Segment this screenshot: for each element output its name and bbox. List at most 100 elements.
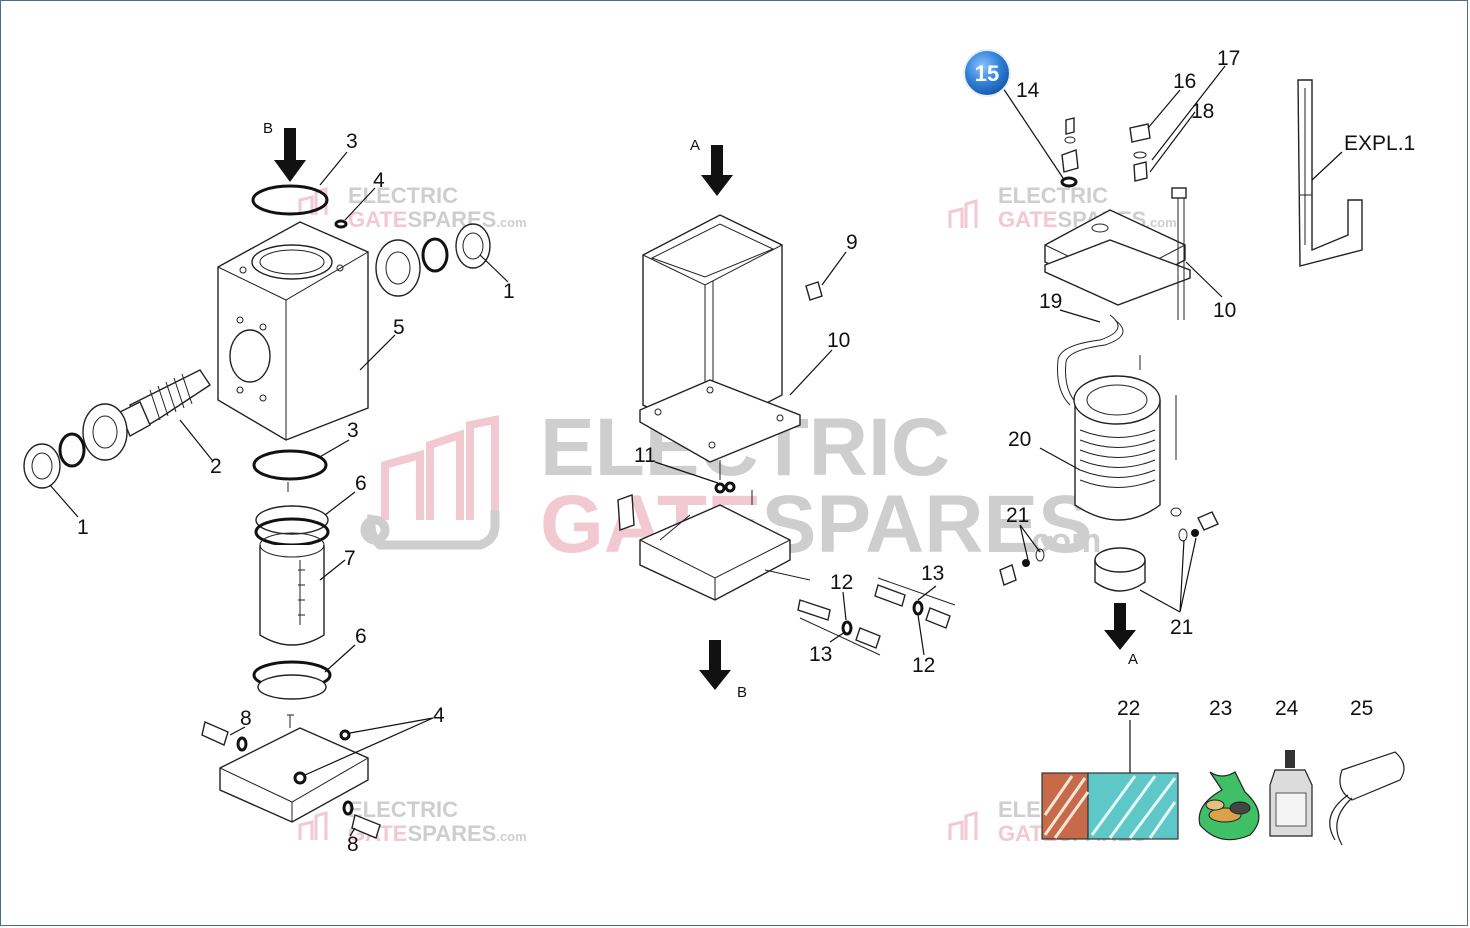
valve-insert-right <box>874 584 906 607</box>
flow-arrow-b-icon <box>274 128 306 182</box>
callout-11: 11 <box>634 444 656 467</box>
watermark-small-3: ELECTRIC GATESPARES.com <box>298 797 527 846</box>
callout-16: 16 <box>1173 70 1196 93</box>
circlip-left <box>58 432 86 468</box>
watermark-small-line1: ELECTRIC <box>998 183 1108 208</box>
svg-text:GATESPARES.com: GATESPARES.com <box>348 207 527 232</box>
callout-7: 7 <box>344 547 356 570</box>
filler-plug <box>805 281 823 301</box>
callout-9: 9 <box>846 231 858 254</box>
motor-assembly: A <box>999 79 1363 668</box>
body-side-port <box>229 329 271 383</box>
callout-1-right: 1 <box>503 280 515 303</box>
callout-23: 23 <box>1209 697 1232 720</box>
manifold-screw <box>617 494 635 531</box>
watermark-small-line1: ELECTRIC <box>348 183 458 208</box>
watermark-small-line1: ELECTRIC <box>348 797 458 822</box>
callout-21-bottom: 21 <box>1170 616 1193 639</box>
watermark-small-suffix: .com <box>496 829 526 844</box>
bearing-right <box>375 239 421 297</box>
valve-cartridge-bottom <box>351 814 381 839</box>
flow-arrow-a-bottom-icon <box>1104 603 1136 650</box>
watermark-small-1: ELECTRIC GATESPARES.com <box>298 183 527 232</box>
flow-arrow-b-bottom-icon <box>699 640 731 690</box>
callout-4-top: 4 <box>373 169 385 192</box>
callout-8-bottom: 8 <box>347 833 359 856</box>
breather-o-ring <box>1060 176 1078 188</box>
callout-13-top: 13 <box>921 562 944 585</box>
callout-20: 20 <box>1008 428 1031 451</box>
callout-leader-lines <box>49 65 1343 837</box>
callout-12-bottom: 12 <box>912 654 935 677</box>
shaft-seal-right <box>455 223 491 269</box>
circlip-right <box>421 237 449 273</box>
flow-label-a-bottom: A <box>1128 651 1138 668</box>
callout-13-bottom: 13 <box>809 643 832 666</box>
spares-kits <box>1041 750 1405 846</box>
pump-body-assembly: B <box>23 120 491 839</box>
callout-22: 22 <box>1117 697 1140 720</box>
reservoir-cover-assembly: A B <box>617 137 956 701</box>
flow-label-b-top: B <box>263 120 273 137</box>
valve-manifold-plate <box>639 504 791 601</box>
watermark-small-suffix: .com <box>1146 215 1176 230</box>
callout-10-middle: 10 <box>827 329 850 352</box>
callout-18: 18 <box>1191 100 1214 123</box>
breather-plug <box>1061 149 1079 173</box>
callout-25: 25 <box>1350 697 1373 720</box>
watermark-small-logo-icon <box>948 198 978 228</box>
base-block <box>219 727 369 823</box>
watermark-logo-icon <box>381 415 499 520</box>
callout-21-top: 21 <box>1006 504 1029 527</box>
watermark-wrench-icon <box>360 510 500 550</box>
body-top-port <box>251 244 333 280</box>
valve-cartridge-top <box>201 721 229 746</box>
badge-number[interactable]: 15 <box>975 61 999 86</box>
flow-label-b-bottom: B <box>737 684 747 701</box>
kit-23-seal-bag-icon <box>1198 771 1260 841</box>
watermark-small-logo-icon <box>298 810 328 840</box>
reservoir-tank <box>259 545 325 646</box>
fill-plug-right <box>1129 123 1151 143</box>
part-15-badge[interactable]: 15 <box>963 49 1011 97</box>
shaft-seal-left <box>23 443 61 489</box>
callout-6-bottom: 6 <box>355 625 367 648</box>
callout-labels: 3 4 1 5 2 1 3 6 7 6 4 8 8 9 10 11 12 13 … <box>77 47 1415 856</box>
callout-19: 19 <box>1039 290 1062 313</box>
o-ring-top <box>251 184 329 216</box>
watermark-spares: SPARES <box>762 479 1093 570</box>
cover-screw <box>1065 117 1075 135</box>
o-ring-lower <box>252 449 328 481</box>
callout-24: 24 <box>1275 697 1299 720</box>
callout-4-bottom: 4 <box>433 704 445 727</box>
bearing-left <box>82 403 128 461</box>
callout-6-top: 6 <box>355 472 367 495</box>
callout-2: 2 <box>210 455 222 478</box>
callout-17: 17 <box>1217 47 1240 70</box>
callout-3-lower: 3 <box>347 419 359 442</box>
coupling-screw-right <box>1197 511 1219 531</box>
electric-motor <box>1074 400 1161 521</box>
watermark-small-logo-icon <box>948 810 978 840</box>
watermark-small-spares: SPARES <box>407 821 496 846</box>
coupling-screw-left <box>999 564 1017 586</box>
badge-circle[interactable] <box>963 49 1011 97</box>
valve-insert-left <box>797 599 831 621</box>
callout-10-right: 10 <box>1213 299 1236 322</box>
flow-arrow-a-icon <box>701 145 733 196</box>
housing-gasket <box>639 379 801 463</box>
motor-cable <box>1057 314 1119 406</box>
kit-25-capacitor-icon <box>1329 751 1405 846</box>
watermark-small-gate: GATE <box>998 207 1057 232</box>
callout-14: 14 <box>1016 79 1040 102</box>
pump-body-block <box>217 221 369 441</box>
flow-label-a-top: A <box>690 137 700 154</box>
callout-1-left: 1 <box>77 516 89 539</box>
callout-12-top: 12 <box>830 571 853 594</box>
watermark-small-suffix: .com <box>496 215 526 230</box>
callout-5: 5 <box>393 316 405 339</box>
callout-8-top: 8 <box>240 707 252 730</box>
kit-24-oil-bottle-icon <box>1269 750 1313 837</box>
